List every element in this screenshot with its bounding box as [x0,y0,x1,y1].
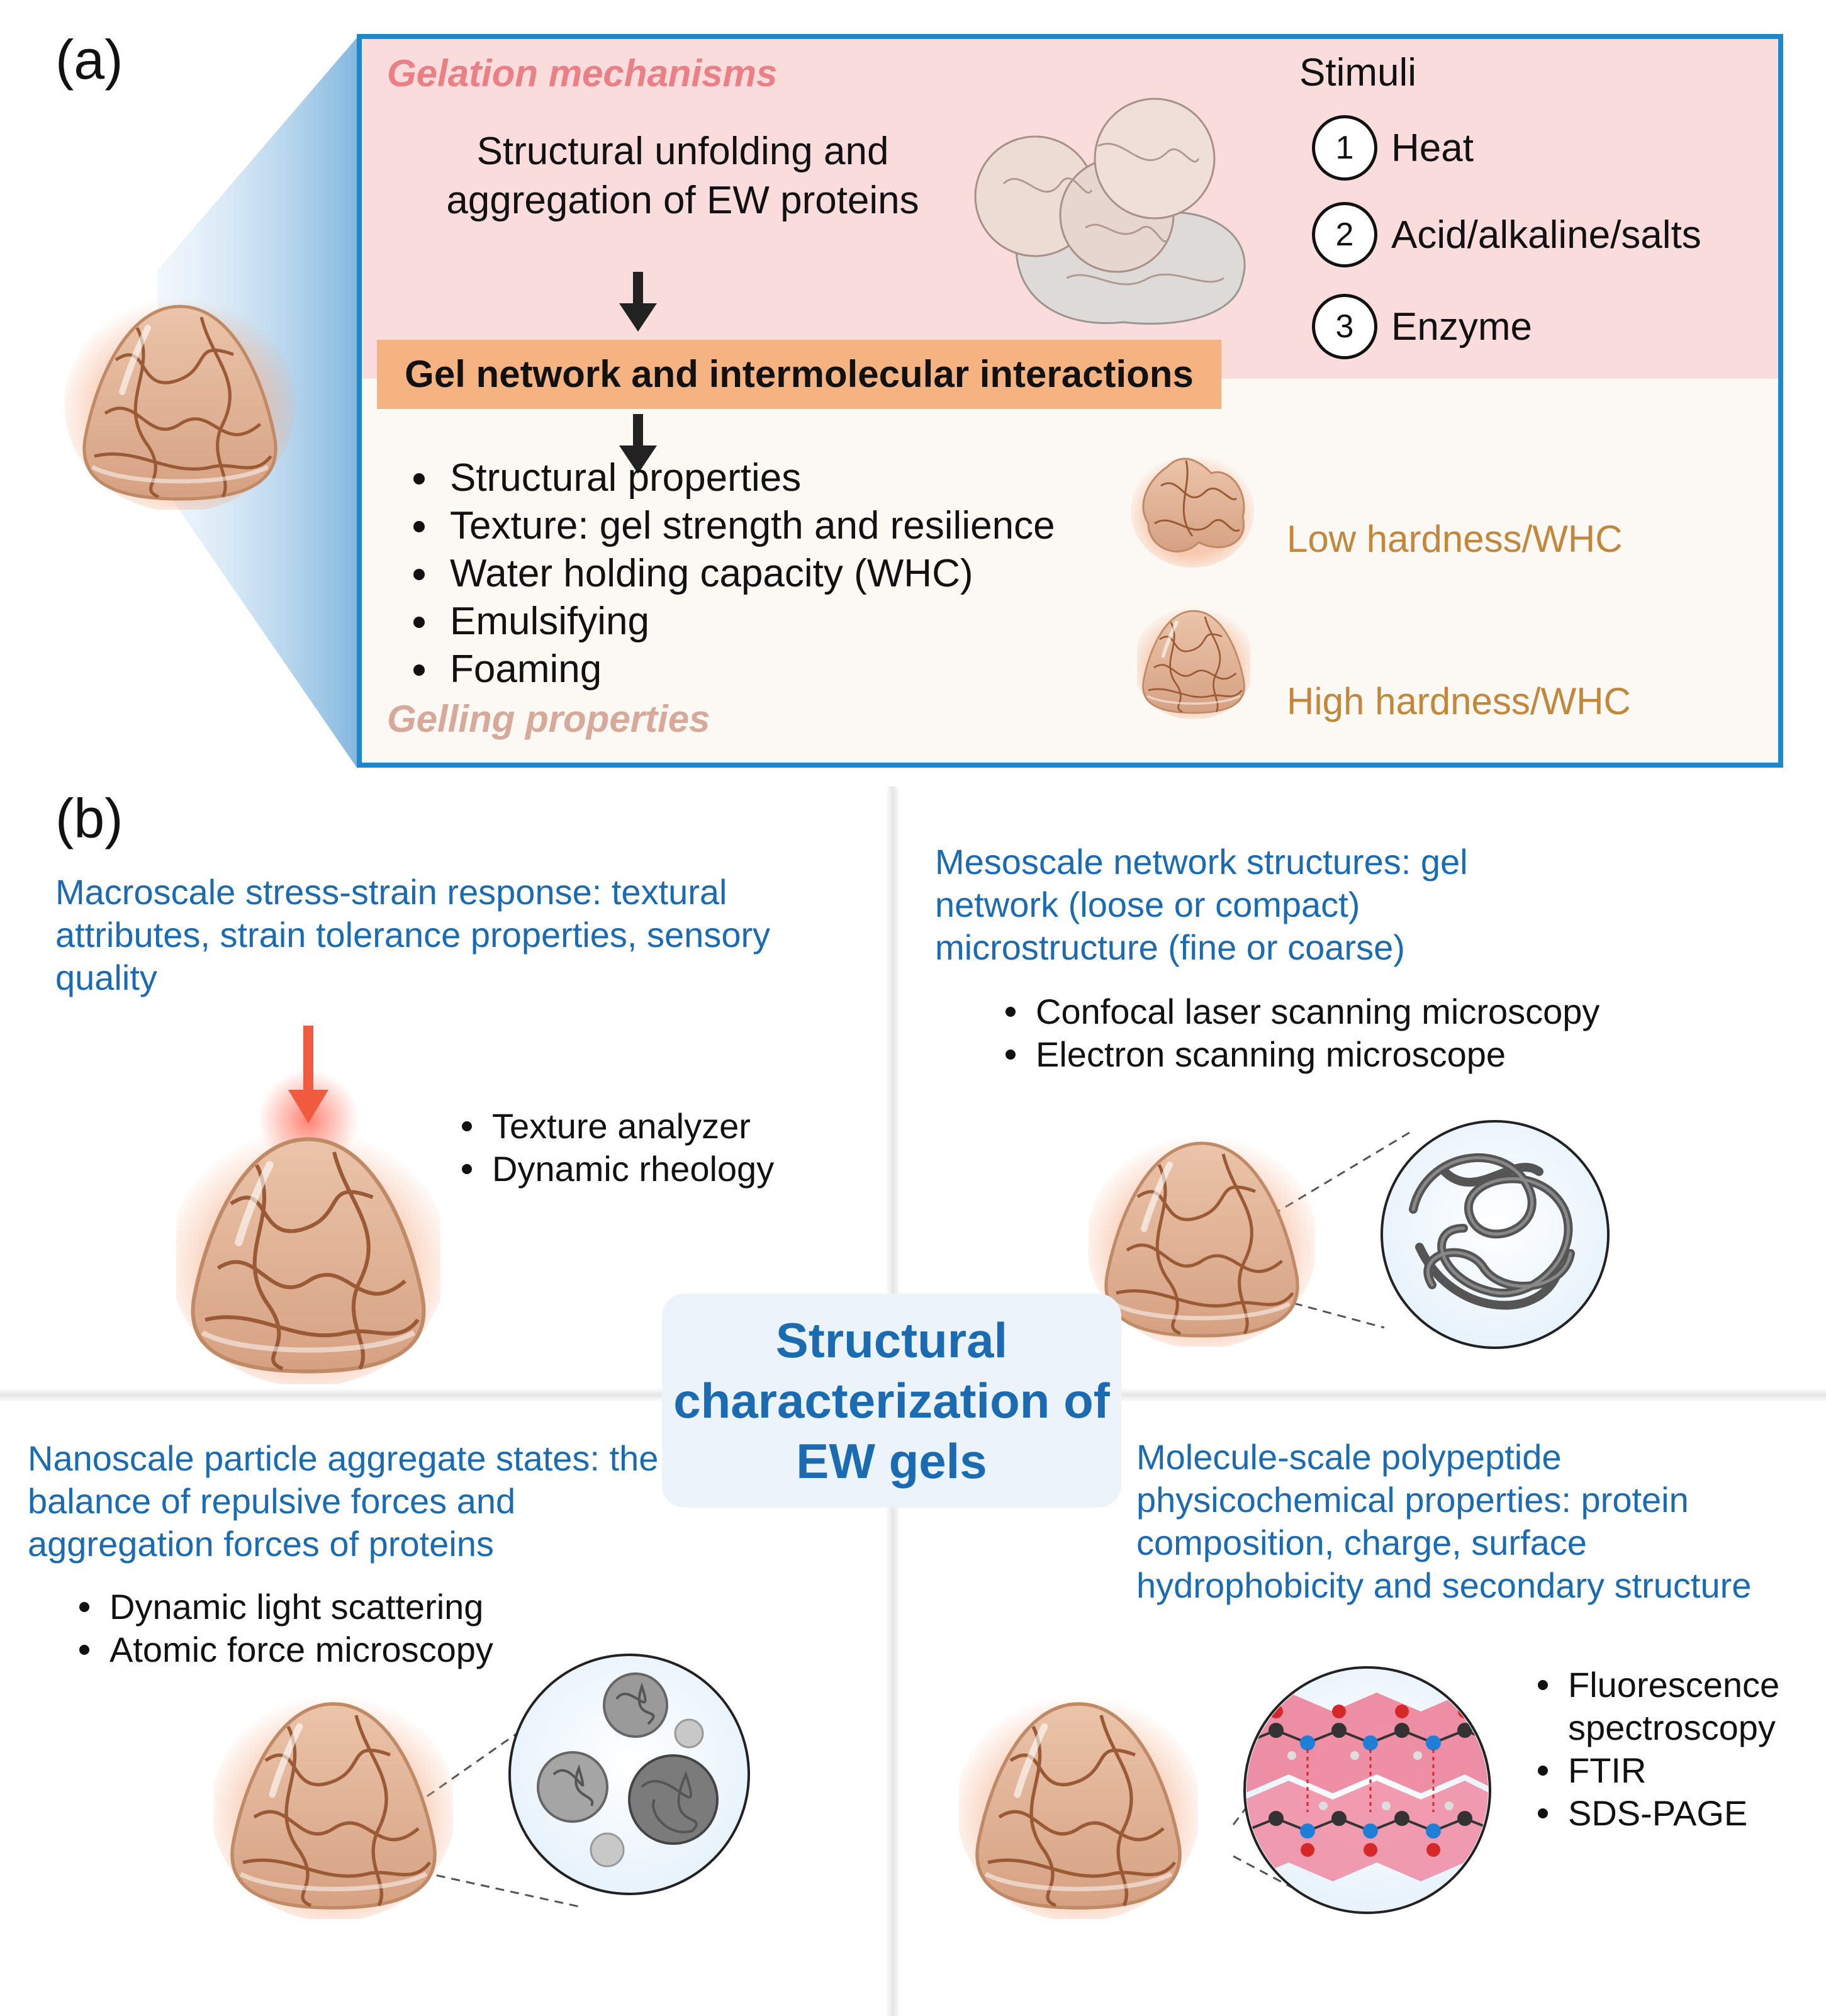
stimulus-number-badge: 1 [1312,115,1377,181]
panel-b-label: (b) [55,787,123,849]
center-title: Structural characterization of EW gels [673,1313,1110,1489]
nanoscale-methods: Dynamic light scattering Atomic force mi… [68,1586,493,1671]
mechanism-description: Structural unfolding and aggregation of … [446,130,919,222]
nanoscale-heading: Nanoscale particle aggregate states: the… [28,1438,659,1564]
stimulus-enzyme: 3 Enzyme [1312,292,1532,361]
list-item: Texture analyzer [451,1105,774,1148]
gelation-mechanisms-title: Gelation mechanisms [387,52,778,94]
gelling-properties-zone [362,379,1778,763]
list-item: FTIR [1526,1749,1797,1792]
stimuli-title: Stimuli [1299,51,1417,94]
gel-network-label: Gel network and intermolecular interacti… [377,340,1221,409]
list-item: SDS-PAGE [1526,1792,1797,1835]
stimulus-heat: 1 Heat [1312,113,1474,182]
low-hardness-gel-icon [1131,454,1254,568]
mesoscale-heading: Mesoscale network structures: gel networ… [935,842,1468,967]
down-arrow-icon [619,414,657,474]
particle-aggregate-zoom-circle [508,1654,750,1895]
molecule-scale-heading: Molecule-scale polypeptide physicochemic… [1136,1437,1752,1605]
gel-network-zoom-circle [1381,1120,1610,1349]
list-item: Confocal laser scanning microscopy [994,990,1599,1033]
list-item: Emulsifying [400,598,1055,646]
stimulus-number-badge: 3 [1312,294,1377,359]
low-hardness-label: Low hardness/WHC [1287,518,1623,560]
mesoscale-methods: Confocal laser scanning microscopy Elect… [994,990,1599,1076]
high-hardness-gel-icon [1137,605,1250,719]
macroscale-heading: Macroscale stress-strain response: textu… [55,872,771,997]
list-item: Fluorescence spectroscopy [1526,1664,1797,1749]
gel-illustration-meso [1089,1133,1315,1347]
high-hardness-label: High hardness/WHC [1287,680,1631,722]
stimulus-label: Enzyme [1391,305,1532,349]
secondary-structure-zoom-circle [1243,1666,1491,1914]
list-item: Water holding capacity (WHC) [400,550,1055,598]
gel-illustration-molecule [959,1693,1198,1919]
list-item: Electron scanning microscope [994,1033,1599,1076]
protein-aggregate-image [974,98,1246,325]
stimulus-label: Acid/alkaline/salts [1391,213,1701,257]
stimulus-number-badge: 2 [1312,202,1377,267]
down-arrow-icon [619,272,657,332]
list-item: Atomic force microscopy [68,1628,493,1671]
center-title-box: Structural characterization of EW gels [662,1294,1121,1508]
gelation-panel: Gelation mechanisms Structural unfolding… [357,34,1783,768]
stimulus-label: Heat [1391,126,1474,170]
list-item: Foaming [400,646,1055,693]
gel-illustration-a [48,296,312,510]
gel-illustration-nano [214,1693,453,1919]
list-item: Structural properties [400,454,1055,502]
stimulus-acid-alkaline-salts: 2 Acid/alkaline/salts [1312,200,1701,269]
molecule-scale-methods: Fluorescence spectroscopy FTIR SDS-PAGE [1526,1664,1797,1835]
gelling-properties-title: Gelling properties [387,698,710,740]
gelling-properties-list: Structural properties Texture: gel stren… [400,454,1055,693]
gel-illustration-macro [176,1126,440,1384]
list-item: Texture: gel strength and resilience [400,502,1055,550]
panel-a-label: (a) [55,28,123,91]
macroscale-methods: Texture analyzer Dynamic rheology [451,1105,774,1190]
list-item: Dynamic light scattering [68,1586,493,1628]
list-item: Dynamic rheology [451,1148,774,1190]
